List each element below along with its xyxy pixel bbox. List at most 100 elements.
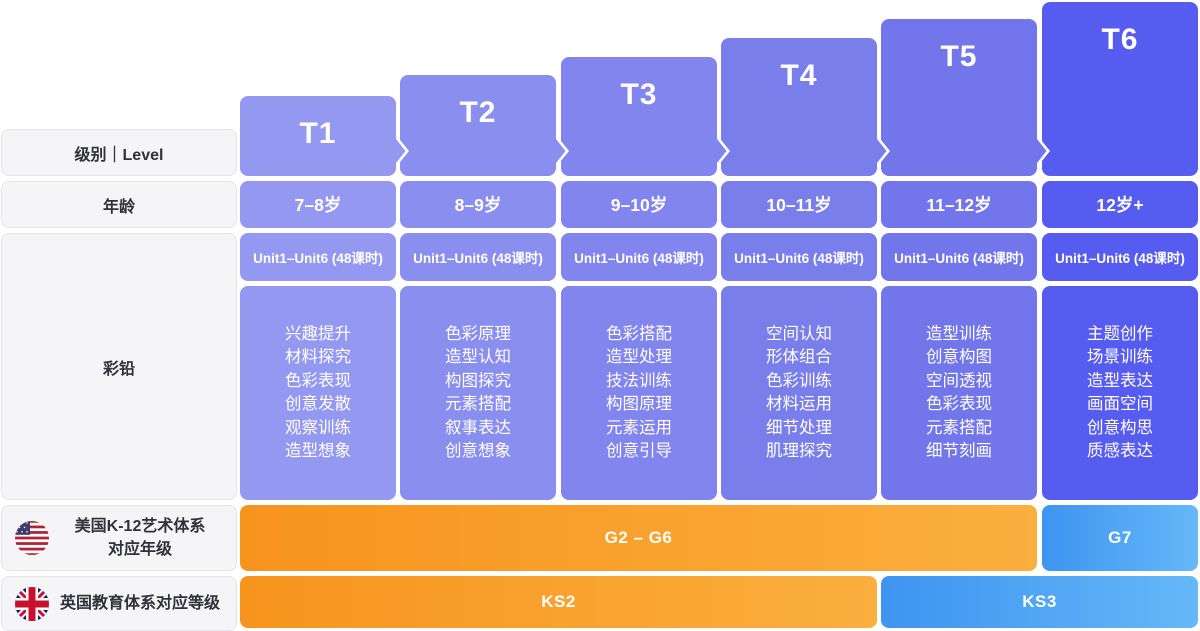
- topic-item: 叙事表达: [445, 418, 511, 437]
- us-grade-bar-g2-g6: G2 – G6: [240, 505, 1037, 571]
- topic-item: 元素搭配: [445, 395, 511, 413]
- level-title: T3: [620, 78, 658, 111]
- topics-cell-t1: 兴趣提升 材料探究 色彩表现 创意发散 观察训练 造型想象: [240, 286, 396, 500]
- topic-item: 造型表达: [1087, 371, 1153, 390]
- topic-item: 兴趣提升: [285, 324, 351, 343]
- topic-item: 创意发散: [285, 395, 351, 413]
- row-label-uk-text: 英国教育体系对应等级: [59, 595, 220, 612]
- level-progress-arrow-icon: [1037, 135, 1050, 167]
- unit-cell-t6: Unit1–Unit6 (48课时): [1042, 233, 1198, 281]
- level-title: T2: [459, 96, 497, 129]
- topic-item: 创意想象: [445, 442, 511, 460]
- level-title: T1: [299, 117, 337, 150]
- uk-keystage-bar-ks3: KS3: [881, 576, 1198, 628]
- us-label-line2: 对应年级: [107, 541, 172, 558]
- unit-cell-t5: Unit1–Unit6 (48课时): [881, 233, 1037, 281]
- unit-value: Unit1–Unit6 (48课时): [413, 251, 543, 266]
- level-column-t2: T2 8–9岁 Unit1–Unit6 (48课时) 色彩原理 造型认知 构图探…: [400, 0, 569, 631]
- age-value: 9–10岁: [610, 195, 668, 215]
- row-label-uk-system: 英国教育体系对应等级: [1, 576, 237, 631]
- topics-cell-t4: 空间认知 形体组合 色彩训练 材料运用 细节处理 肌理探究: [721, 286, 877, 500]
- topic-item: 空间认知: [766, 324, 832, 343]
- unit-value: Unit1–Unit6 (48课时): [734, 251, 864, 266]
- age-value: 8–9岁: [454, 195, 502, 215]
- topics-cell-t3: 色彩搭配 造型处理 技法训练 构图原理 元素运用 创意引导: [561, 286, 717, 500]
- level-header-t3: T3: [561, 57, 717, 176]
- age-cell-t5: 11–12岁: [881, 181, 1037, 228]
- uk-flag-icon: [15, 586, 49, 621]
- row-label-subject-text: 彩铅: [102, 360, 135, 378]
- level-header-t1: T1: [240, 96, 396, 176]
- us-grade-bar-text: G2 – G6: [604, 528, 673, 547]
- topic-item: 材料运用: [766, 395, 832, 413]
- topic-item: 色彩表现: [926, 395, 992, 413]
- row-label-age-text: 年龄: [102, 198, 135, 216]
- topics-cell-t5: 造型训练 创意构图 空间透视 色彩表现 元素搭配 细节刻画: [881, 286, 1037, 500]
- us-grade-bar-g7: G7: [1042, 505, 1198, 571]
- age-cell-t1: 7–8岁: [240, 181, 396, 228]
- level-header-t5: T5: [881, 19, 1037, 176]
- level-column-t3: T3 9–10岁 Unit1–Unit6 (48课时) 色彩搭配 造型处理 技法…: [561, 0, 730, 631]
- unit-value: Unit1–Unit6 (48课时): [574, 251, 704, 266]
- level-progress-arrow-icon: [717, 135, 730, 167]
- level-title: T6: [1101, 23, 1139, 56]
- us-flag-icon: [15, 521, 49, 555]
- topic-item: 画面空间: [1087, 395, 1153, 413]
- age-value: 10–11岁: [766, 195, 832, 215]
- topic-item: 创意构图: [926, 348, 992, 366]
- topic-item: 主题创作: [1087, 324, 1153, 343]
- unit-cell-t3: Unit1–Unit6 (48课时): [561, 233, 717, 281]
- topic-item: 构图探究: [445, 371, 511, 390]
- topic-item: 细节刻画: [926, 442, 992, 460]
- topic-item: 创意构思: [1087, 418, 1153, 437]
- topic-item: 材料探究: [285, 348, 351, 366]
- level-column-t6: T6 12岁+ Unit1–Unit6 (48课时) 主题创作 场景训练 造型表…: [1042, 0, 1198, 631]
- topic-item: 色彩训练: [766, 371, 832, 390]
- level-header-t2: T2: [400, 75, 556, 176]
- topic-item: 造型认知: [445, 348, 511, 366]
- topic-item: 造型想象: [285, 442, 351, 460]
- level-progress-arrow-icon: [877, 135, 890, 167]
- age-value: 12岁+: [1096, 195, 1144, 215]
- topic-item: 形体组合: [766, 348, 832, 366]
- topics-cell-t6: 主题创作 场景训练 造型表达 画面空间 创意构思 质感表达: [1042, 286, 1198, 500]
- topic-item: 色彩原理: [445, 324, 511, 343]
- level-header-t6: T6: [1042, 2, 1198, 176]
- level-title: T5: [940, 40, 978, 73]
- level-header-t4: T4: [721, 38, 877, 176]
- level-title: T4: [780, 59, 818, 92]
- topic-item: 造型训练: [926, 324, 992, 343]
- topic-item: 元素运用: [606, 418, 672, 437]
- age-cell-t6: 12岁+: [1042, 181, 1198, 228]
- topic-item: 构图原理: [606, 395, 672, 413]
- row-label-age: 年龄: [1, 181, 237, 228]
- topic-item: 空间透视: [926, 371, 992, 390]
- topic-item: 色彩搭配: [606, 324, 672, 343]
- age-value: 11–12岁: [926, 195, 992, 215]
- row-label-us-system: 美国K-12艺术体系 对应年级: [1, 505, 237, 571]
- topics-cell-t2: 色彩原理 造型认知 构图探究 元素搭配 叙事表达 创意想象: [400, 286, 556, 500]
- age-cell-t4: 10–11岁: [721, 181, 877, 228]
- age-value: 7–8岁: [294, 195, 342, 215]
- row-label-level: 级别｜Level: [1, 129, 237, 176]
- topic-item: 创意引导: [606, 442, 672, 460]
- uk-keystage-bar-text: KS3: [1022, 592, 1057, 611]
- topic-item: 场景训练: [1087, 348, 1153, 366]
- topic-item: 观察训练: [285, 418, 351, 437]
- topic-item: 肌理探究: [766, 442, 832, 460]
- unit-cell-t1: Unit1–Unit6 (48课时): [240, 233, 396, 281]
- row-label-us-text: 美国K-12艺术体系 对应年级: [50, 515, 236, 561]
- uk-keystage-bar-ks2: KS2: [240, 576, 877, 628]
- age-cell-t3: 9–10岁: [561, 181, 717, 228]
- unit-cell-t2: Unit1–Unit6 (48课时): [400, 233, 556, 281]
- unit-value: Unit1–Unit6 (48课时): [1055, 251, 1185, 266]
- level-progress-arrow-icon: [556, 135, 569, 167]
- unit-cell-t4: Unit1–Unit6 (48课时): [721, 233, 877, 281]
- level-column-t1: T1 7–8岁 Unit1–Unit6 (48课时) 兴趣提升 材料探究 色彩表…: [240, 0, 409, 631]
- us-grade-bar-text: G7: [1108, 528, 1132, 547]
- topic-item: 细节处理: [766, 418, 832, 437]
- unit-value: Unit1–Unit6 (48课时): [253, 251, 383, 266]
- topic-item: 技法训练: [606, 371, 672, 390]
- topic-item: 色彩表现: [285, 371, 351, 390]
